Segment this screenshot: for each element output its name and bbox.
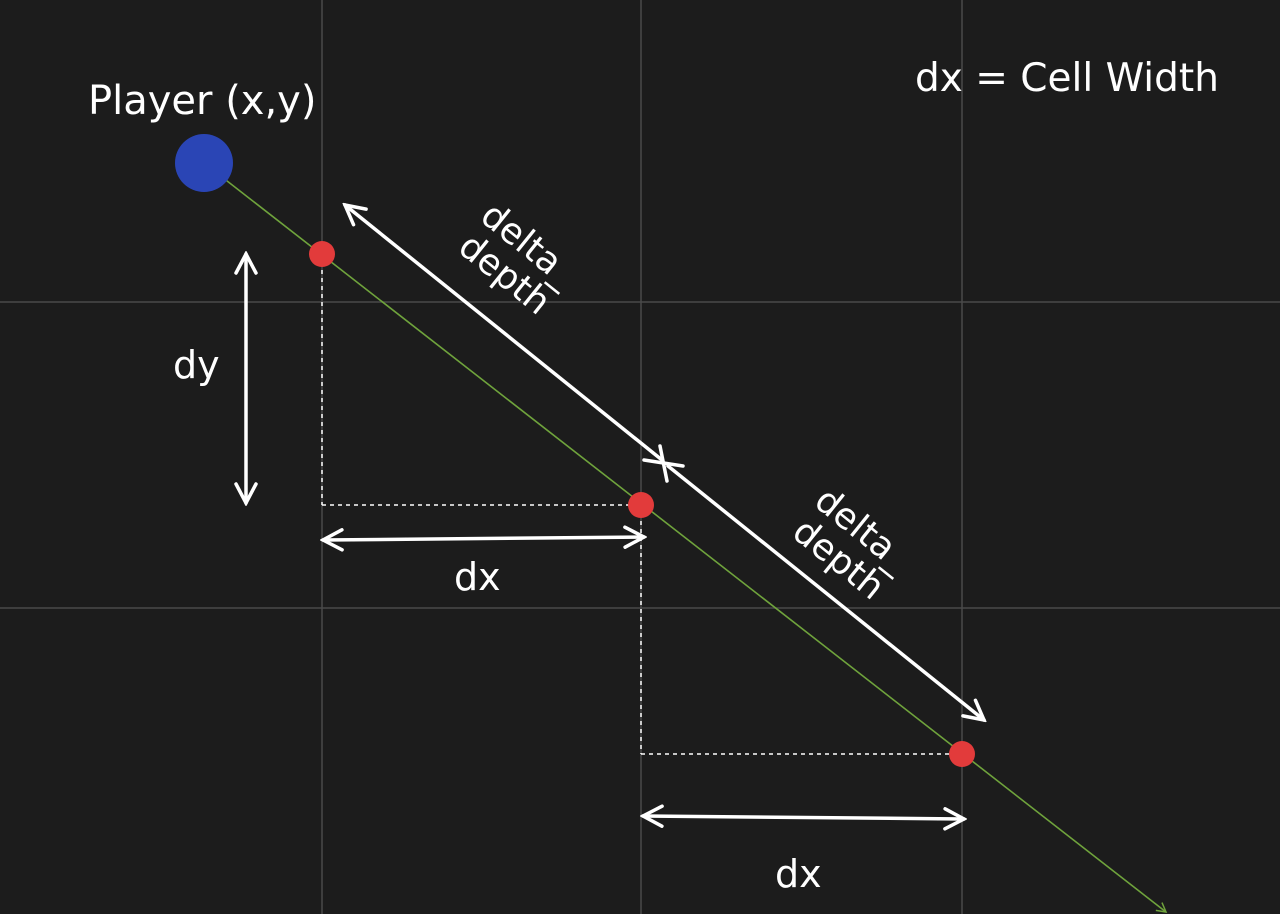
- intersection-point-2: [628, 492, 654, 518]
- delta-depth-arrow-1: [345, 205, 664, 462]
- legend-label: dx = Cell Width: [915, 56, 1219, 101]
- intersection-point-1: [309, 241, 335, 267]
- dx-label-upper: dx: [454, 555, 501, 599]
- dx-arrow-upper: [323, 537, 644, 540]
- intersection-point-3: [949, 741, 975, 767]
- dx-label-lower: dx: [775, 852, 822, 896]
- dy-label: dy: [173, 343, 220, 387]
- player-label: Player (x,y): [88, 78, 316, 124]
- delta-depth-junction-tick-2: [658, 444, 669, 483]
- player-marker: [175, 134, 233, 192]
- delta-depth-arrow-2: [666, 464, 984, 720]
- dx-arrow-lower: [643, 816, 964, 819]
- delta-depth-label-2: delta_ depth: [785, 480, 919, 609]
- dimension-arrows: [246, 205, 984, 819]
- ray-line: [203, 162, 1168, 913]
